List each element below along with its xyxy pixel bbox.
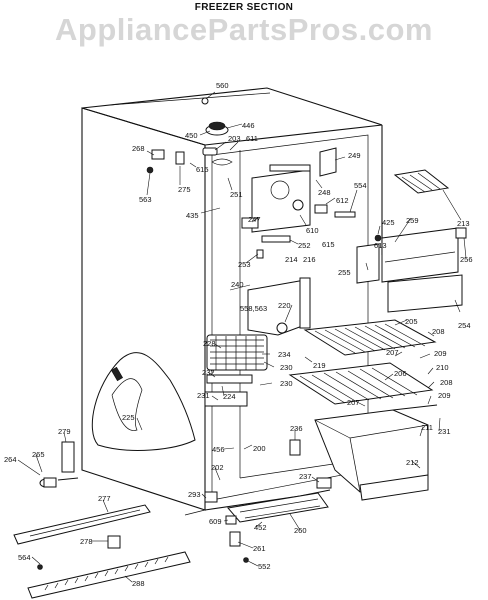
ice-tray	[393, 169, 450, 194]
part-label: 249	[348, 151, 361, 160]
part-label: 609	[209, 517, 222, 526]
part-label: 211	[421, 423, 433, 432]
part-label: 613	[374, 241, 387, 250]
evaporator-coil	[204, 334, 268, 407]
wire-shelf-205	[303, 319, 437, 356]
part-label: 558,563	[240, 304, 267, 313]
part-label: 231	[438, 427, 451, 436]
leader-lines	[17, 91, 467, 583]
control-housing	[241, 147, 382, 284]
bracket-220	[247, 277, 311, 336]
part-label: 615	[196, 165, 209, 174]
part-label: 277	[98, 494, 111, 503]
part-label: 209	[434, 349, 447, 358]
part-label: 232	[202, 368, 215, 377]
part-label: 200	[253, 444, 266, 453]
part-label: 252	[298, 241, 311, 250]
part-label: 236	[290, 424, 303, 433]
door-shelf-254	[387, 274, 463, 313]
part-label: 248	[318, 188, 331, 197]
part-label: 564	[18, 553, 31, 562]
side-liner-225	[91, 352, 196, 451]
part-label: 452	[254, 523, 267, 532]
part-label: 216	[303, 255, 316, 264]
part-label: 205	[405, 317, 418, 326]
part-label: 208	[440, 378, 453, 387]
part-label: 208	[432, 327, 445, 336]
part-label: 610	[306, 226, 319, 235]
part-label: 254	[458, 321, 471, 330]
part-label: 206	[394, 369, 407, 378]
diagram-title: FREEZER SECTION	[194, 2, 294, 13]
part-label: 611	[246, 134, 258, 143]
part-label: 275	[178, 185, 191, 194]
part-label: 256	[460, 255, 473, 264]
part-label: 456	[212, 445, 225, 454]
part-label: 219	[313, 361, 326, 370]
part-label: 259	[406, 216, 419, 225]
part-label: 231	[197, 391, 210, 400]
part-label: 225	[122, 413, 135, 422]
part-label: 203	[228, 134, 241, 143]
part-label: 224	[223, 392, 236, 401]
part-label: 213	[457, 219, 470, 228]
part-label: 230	[280, 363, 293, 372]
part-label: 264	[4, 455, 17, 464]
part-label: 212	[406, 458, 419, 467]
part-label: 237	[299, 472, 312, 481]
watermark: AppliancePartsPros.com	[55, 12, 433, 47]
part-label: 279	[58, 427, 71, 436]
part-label: 612	[336, 196, 349, 205]
part-label: 255	[338, 268, 351, 277]
wire-shelf-206	[288, 362, 438, 411]
part-labels: 560 446 450 611 203 268 615 275 249 563 …	[4, 81, 473, 588]
part-label: 450	[185, 131, 198, 140]
part-label: 210	[436, 363, 449, 372]
lower-parts	[13, 439, 332, 599]
part-label: 563	[139, 195, 152, 204]
part-label: 230	[280, 379, 293, 388]
part-label: 247	[248, 215, 261, 224]
part-label: 207	[347, 398, 360, 407]
ice-bin	[314, 409, 429, 501]
part-label: 251	[230, 190, 243, 199]
part-label: 207	[386, 348, 399, 357]
part-label: 293	[188, 490, 201, 499]
part-label: 268	[132, 144, 145, 153]
part-label: 615	[322, 240, 335, 249]
part-label: 554	[354, 181, 367, 190]
part-label: 202	[211, 463, 224, 472]
part-label: 234	[278, 350, 291, 359]
part-label: 220	[278, 301, 291, 310]
part-label: 214	[285, 255, 298, 264]
part-label: 253	[238, 260, 251, 269]
part-label: 260	[294, 526, 307, 535]
part-label: 435	[186, 211, 199, 220]
part-label: 240	[231, 280, 244, 289]
part-label: 446	[242, 121, 255, 130]
part-label: 552	[258, 562, 271, 571]
top-controls	[146, 97, 233, 174]
part-label: 278	[80, 537, 93, 546]
part-label: 228	[203, 339, 216, 348]
part-label: 265	[32, 450, 45, 459]
part-label: 425	[382, 218, 395, 227]
part-label: 288	[132, 579, 145, 588]
part-label: 209	[438, 391, 451, 400]
part-label: 261	[253, 544, 266, 553]
part-label: 560	[216, 81, 229, 90]
door-shelf-259	[381, 227, 467, 283]
